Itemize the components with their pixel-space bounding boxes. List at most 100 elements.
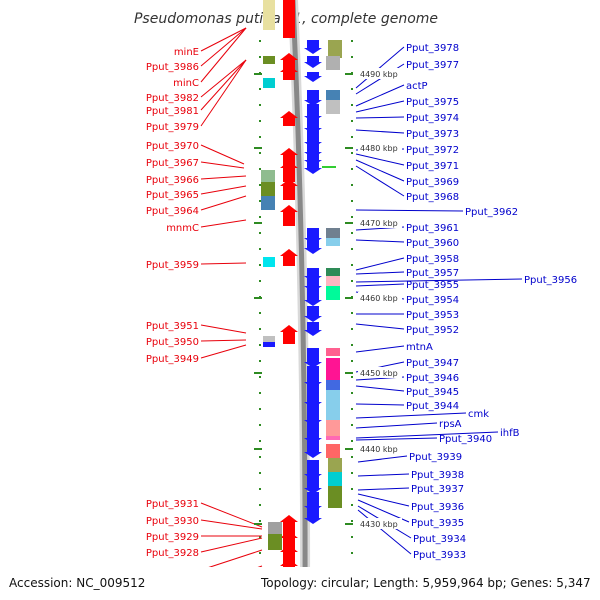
right-gene-label: Pput_3969 xyxy=(406,177,459,188)
right-gene-block xyxy=(307,440,319,452)
left-gene-arrow xyxy=(280,65,298,72)
right-guide-dot xyxy=(351,360,353,362)
left-guide-dot xyxy=(259,200,261,202)
left-gene-arrow xyxy=(280,111,298,118)
left-gene-label: Pput_3982 xyxy=(146,93,199,104)
left-leader-line xyxy=(200,59,247,98)
right-gene-block xyxy=(307,404,319,420)
right-gene-arrow xyxy=(304,362,322,368)
right-guide-dot xyxy=(351,408,353,410)
right-guide-dot xyxy=(351,552,353,554)
right-gene-block xyxy=(307,228,319,238)
left-guide-dot xyxy=(259,536,261,538)
left-gene-block xyxy=(283,522,295,536)
right-gene-label: Pput_3971 xyxy=(406,161,459,172)
right-gene-arrow xyxy=(304,168,322,174)
right-gene-label: Pput_3935 xyxy=(411,518,464,529)
left-annotation-box xyxy=(261,182,275,196)
left-gene-arrow xyxy=(280,53,298,60)
scale-tick-label: 4470 kbp xyxy=(360,219,398,228)
right-guide-dot xyxy=(351,88,353,90)
left-guide-dot xyxy=(259,104,261,106)
right-guide-dot xyxy=(351,280,353,282)
scale-tick-mark xyxy=(345,147,353,149)
left-gene-label: minE xyxy=(174,47,199,58)
scale-tick-mark xyxy=(345,372,353,374)
left-guide-dot xyxy=(259,264,261,266)
left-strand-labels: minEPput_3986minCPput_3982Pput_3981Pput_… xyxy=(146,27,263,594)
right-gene-label: Pput_3953 xyxy=(406,310,459,321)
right-leader-line xyxy=(357,487,410,491)
right-leader-line xyxy=(355,100,405,113)
right-annotation-box xyxy=(328,458,342,472)
left-gene-label: Pput_3979 xyxy=(146,122,199,133)
right-gene-label: Pput_3939 xyxy=(409,452,462,463)
right-gene-label: Pput_3961 xyxy=(406,223,459,234)
left-guide-dot xyxy=(259,360,261,362)
right-leader-line xyxy=(357,509,412,555)
right-gene-arrow xyxy=(304,48,322,54)
right-annotation-box xyxy=(326,358,340,380)
left-leader-line xyxy=(200,27,247,67)
left-gene-block xyxy=(283,72,295,80)
right-gene-label: Pput_3968 xyxy=(406,192,459,203)
right-leader-line xyxy=(355,345,405,353)
right-gene-arrow xyxy=(304,452,322,458)
left-leader-line xyxy=(200,59,247,127)
right-gene-arrow xyxy=(304,518,322,524)
left-gene-block xyxy=(283,332,295,344)
left-leader-line xyxy=(200,219,247,228)
right-gene-label: Pput_3933 xyxy=(413,550,466,561)
scale-tick-mark xyxy=(254,73,262,75)
right-gene-label: Pput_3954 xyxy=(406,295,459,306)
right-annotation-box xyxy=(328,472,342,486)
genome-backbone xyxy=(290,0,308,600)
left-leader-line xyxy=(200,502,263,528)
right-guide-dot xyxy=(351,504,353,506)
right-annotation-box xyxy=(326,268,340,276)
left-gene-label: Pput_3929 xyxy=(146,532,199,543)
left-gene-label: Pput_3951 xyxy=(146,321,199,332)
left-gene-block xyxy=(283,186,295,200)
right-gene-label: rpsA xyxy=(439,419,462,430)
right-gene-label: Pput_3936 xyxy=(411,502,464,513)
scale-tick-mark xyxy=(254,222,262,224)
left-leader-line xyxy=(200,262,247,265)
right-gene-label: Pput_3937 xyxy=(411,484,464,495)
left-annotation-box xyxy=(263,0,275,30)
left-leader-line xyxy=(200,144,245,165)
right-annotation-box xyxy=(326,238,340,246)
left-annotation-box xyxy=(268,534,282,550)
right-guide-dot xyxy=(351,536,353,538)
right-gene-block xyxy=(307,288,319,300)
right-gene-label: Pput_3944 xyxy=(406,401,459,412)
right-leader-line xyxy=(355,403,405,406)
left-gene-arrow xyxy=(280,545,298,552)
right-leader-line xyxy=(355,323,405,330)
right-gene-arrow xyxy=(304,62,322,68)
right-gene-label: mtnA xyxy=(406,342,433,353)
right-guide-dot xyxy=(351,184,353,186)
scale-tick-label: 4430 kbp xyxy=(360,520,398,529)
left-leader-line xyxy=(200,59,247,111)
right-guide-dot xyxy=(351,472,353,474)
left-leader-line xyxy=(200,339,247,342)
right-annotation-box xyxy=(326,444,340,458)
right-gene-block xyxy=(307,348,319,362)
right-gene-label: Pput_3946 xyxy=(406,373,459,384)
right-leader-line xyxy=(355,257,405,271)
left-guide-dot xyxy=(259,408,261,410)
left-gene-block xyxy=(283,168,295,182)
right-annotation-box xyxy=(326,56,340,70)
right-leader-line xyxy=(357,473,410,477)
left-gene-arrow xyxy=(280,249,298,256)
left-gene-label: Pput_3950 xyxy=(146,337,199,348)
left-gene-arrow xyxy=(280,325,298,332)
left-guide-dot xyxy=(259,152,261,154)
right-gene-label: Pput_3955 xyxy=(406,280,459,291)
scale-tick-label: 4450 kbp xyxy=(360,369,398,378)
left-leader-line xyxy=(200,161,245,169)
scale-label-bg xyxy=(358,292,402,303)
